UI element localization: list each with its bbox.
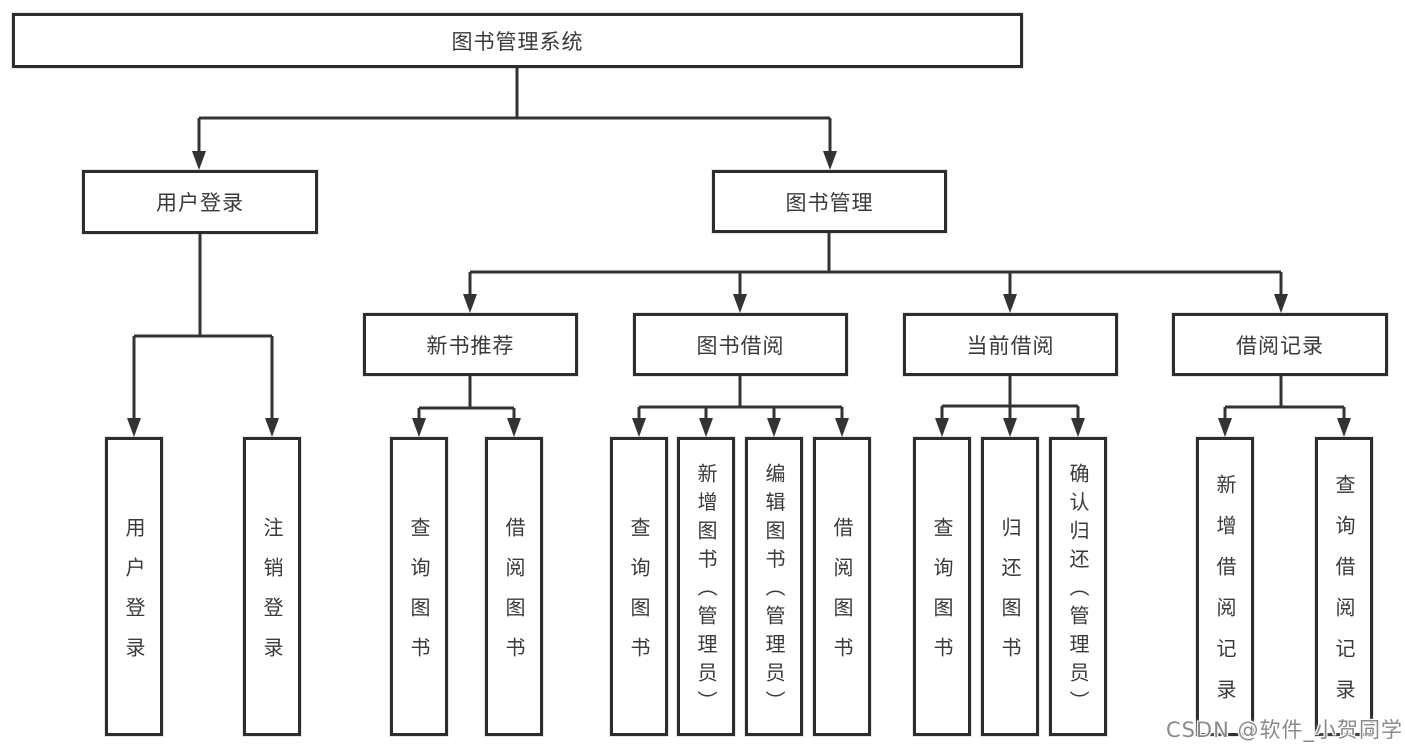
node-label: 借阅记录 — [1236, 333, 1324, 358]
leaf-label: 注销登录 — [260, 516, 284, 677]
leaf-borrow-books: 借阅图书 — [485, 437, 543, 736]
leaf-add-borrow-record: 新增借阅记录 — [1196, 437, 1254, 736]
node-user-login: 用户登录 — [82, 170, 318, 234]
node-label: 图书管理系统 — [451, 29, 584, 54]
node-borrowing-records: 借阅记录 — [1172, 313, 1388, 376]
node-new-book-recommend: 新书推荐 — [363, 313, 578, 376]
leaf-label: 确认归还（管理员） — [1066, 462, 1090, 719]
leaf-label: 查询图书 — [407, 516, 431, 677]
leaf-label: 查询图书 — [627, 516, 651, 677]
leaf-label: 查询图书 — [930, 516, 954, 677]
node-label: 新书推荐 — [426, 333, 515, 358]
node-book-borrowing: 图书借阅 — [633, 313, 848, 376]
leaf-label: 借阅图书 — [502, 516, 526, 677]
leaf-confirm-return-admin: 确认归还（管理员） — [1049, 437, 1107, 736]
node-root-library-system: 图书管理系统 — [12, 13, 1023, 68]
leaf-label: 编辑图书（管理员） — [762, 462, 786, 719]
node-label: 当前借阅 — [966, 333, 1055, 358]
csdn-watermark: CSDN @软件_小贺同学 — [1165, 718, 1403, 742]
leaf-label: 归还图书 — [998, 516, 1022, 677]
node-label: 用户登录 — [156, 191, 244, 215]
leaf-borrow-books: 借阅图书 — [813, 437, 871, 736]
leaf-label: 借阅图书 — [830, 516, 854, 677]
leaf-label: 新增图书（管理员） — [694, 462, 718, 719]
leaf-query-books: 查询图书 — [390, 437, 448, 736]
leaf-query-borrow-record: 查询借阅记录 — [1315, 437, 1373, 736]
leaf-edit-books-admin: 编辑图书（管理员） — [745, 437, 803, 736]
leaf-add-books-admin: 新增图书（管理员） — [677, 437, 735, 736]
leaf-query-books: 查询图书 — [610, 437, 668, 736]
leaf-return-books: 归还图书 — [981, 437, 1039, 736]
node-label: 图书管理 — [785, 190, 874, 215]
leaf-user-login: 用户登录 — [105, 437, 163, 736]
leaf-label: 用户登录 — [122, 516, 146, 677]
leaf-label: 新增借阅记录 — [1213, 474, 1237, 720]
node-current-borrowing: 当前借阅 — [903, 313, 1118, 376]
leaf-label: 查询借阅记录 — [1332, 474, 1356, 720]
node-book-management: 图书管理 — [712, 170, 947, 233]
leaf-query-books: 查询图书 — [913, 437, 971, 736]
node-label: 图书借阅 — [696, 333, 785, 358]
leaf-logout: 注销登录 — [243, 437, 301, 736]
